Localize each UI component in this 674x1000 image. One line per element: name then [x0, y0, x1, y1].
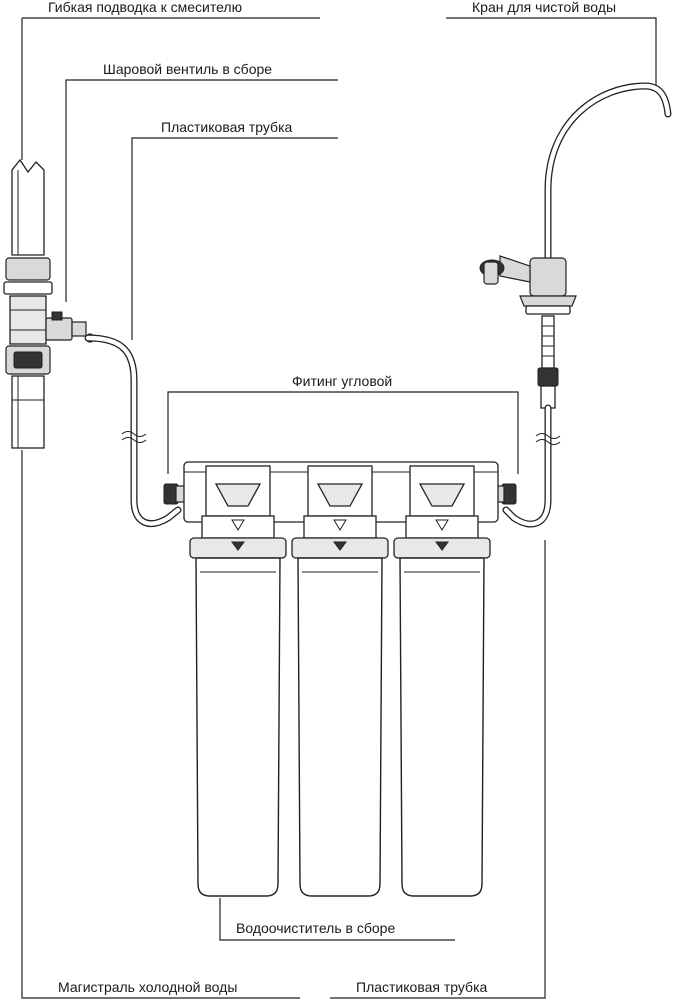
leader-purifier — [219, 898, 455, 941]
filter-housing-1 — [189, 465, 287, 897]
label-plastic-tube-bottom: Пластиковая трубка — [356, 979, 488, 995]
water-purifier-assembly — [183, 461, 499, 897]
leader-clean-tap — [446, 17, 657, 85]
leader-plastic-tube-top — [131, 137, 338, 340]
leader-cold-main — [21, 450, 300, 999]
angle-fittings — [163, 483, 517, 505]
clean-water-tap — [479, 82, 672, 409]
label-purifier: Водоочиститель в сборе — [236, 920, 395, 936]
leader-lines — [21, 17, 657, 999]
leader-plastic-tube-bottom — [330, 540, 546, 999]
filter-housing-2 — [291, 465, 389, 897]
right-plastic-tube — [502, 404, 561, 528]
left-plastic-tube — [84, 334, 182, 527]
cold-water-main-pipe — [3, 158, 53, 449]
label-ball-valve: Шаровой вентиль в сборе — [103, 61, 272, 77]
filter-housing-3 — [393, 465, 491, 897]
label-angle-fitting: Фитинг угловой — [292, 373, 392, 389]
label-clean-tap: Кран для чистой воды — [472, 0, 616, 15]
labels: Гибкая подводка к смесителю Кран для чис… — [48, 0, 616, 995]
leader-ball-valve — [65, 79, 338, 302]
label-flex-hose: Гибкая подводка к смесителю — [48, 0, 242, 15]
leader-angle-fitting — [167, 391, 519, 474]
label-cold-main: Магистраль холодной воды — [58, 979, 237, 995]
label-plastic-tube-top: Пластиковая трубка — [161, 119, 293, 135]
